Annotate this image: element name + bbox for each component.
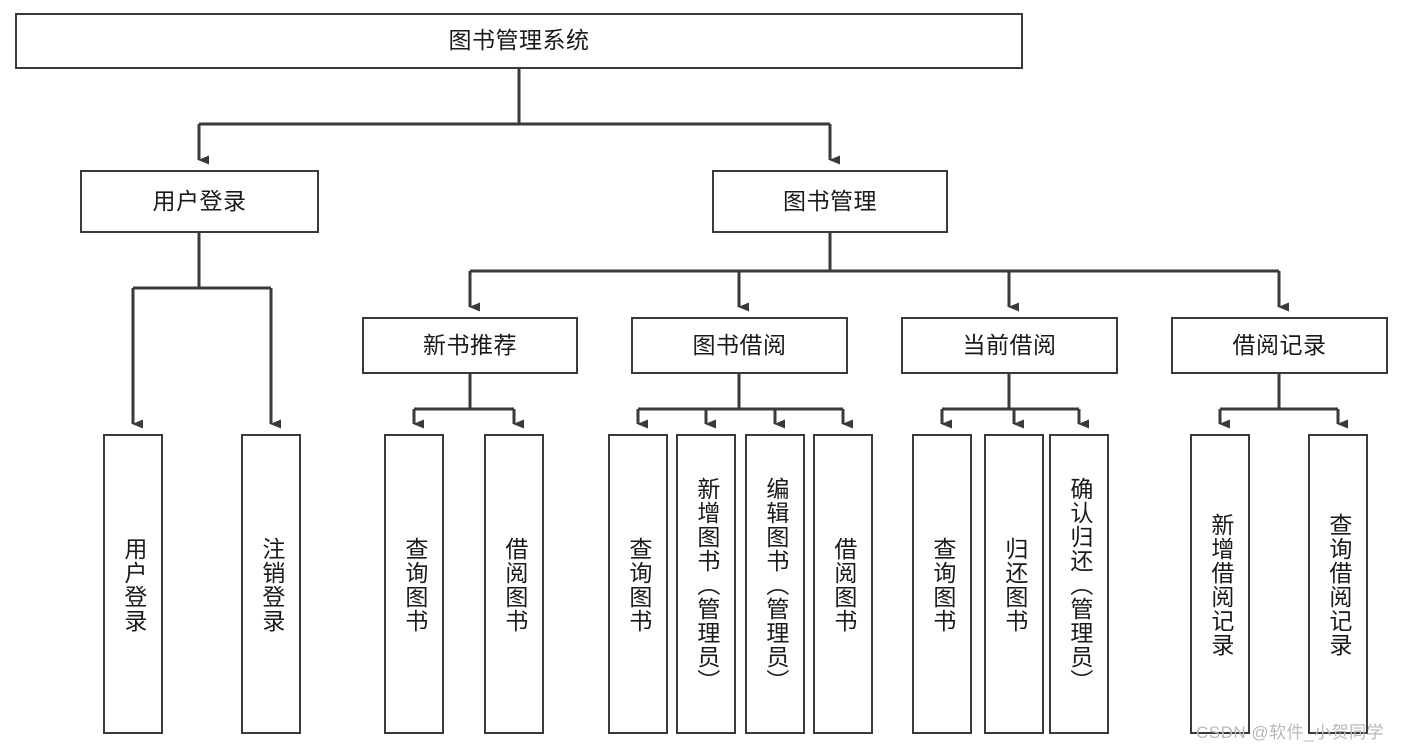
node-new-book-recommend[interactable]: 新书推荐 bbox=[362, 317, 578, 374]
leaf-confirm-return-admin-label: 确认归还（管理员） bbox=[1066, 477, 1093, 693]
leaf-borrow-book-label: 借阅图书 bbox=[830, 537, 857, 633]
leaf-return-book[interactable]: 归还图书 bbox=[984, 434, 1044, 734]
leaf-confirm-return-admin[interactable]: 确认归还（管理员） bbox=[1049, 434, 1109, 734]
node-book-borrow-label: 图书借阅 bbox=[692, 331, 787, 358]
node-user-login-label: 用户登录 bbox=[152, 187, 247, 214]
leaf-borrow-book-newbooks[interactable]: 借阅图书 bbox=[484, 434, 544, 734]
node-book-management-label: 图书管理 bbox=[783, 187, 877, 214]
leaf-query-book-borrow[interactable]: 查询图书 bbox=[608, 434, 668, 734]
node-borrow-records[interactable]: 借阅记录 bbox=[1171, 317, 1388, 374]
leaf-query-book-borrow-label: 查询图书 bbox=[625, 537, 652, 633]
leaf-user-login-label: 用户登录 bbox=[120, 537, 147, 633]
node-book-management[interactable]: 图书管理 bbox=[712, 170, 948, 233]
node-book-borrow[interactable]: 图书借阅 bbox=[631, 317, 848, 374]
node-borrow-records-label: 借阅记录 bbox=[1232, 331, 1327, 358]
node-current-borrow[interactable]: 当前借阅 bbox=[901, 317, 1118, 374]
leaf-query-borrow-record-label: 查询借阅记录 bbox=[1325, 513, 1352, 657]
leaf-borrow-book-newbooks-label: 借阅图书 bbox=[501, 537, 528, 633]
node-user-login[interactable]: 用户登录 bbox=[80, 170, 319, 233]
leaf-query-book-current[interactable]: 查询图书 bbox=[912, 434, 972, 734]
leaf-add-borrow-record-label: 新增借阅记录 bbox=[1207, 513, 1234, 657]
node-root[interactable]: 图书管理系统 bbox=[15, 13, 1023, 69]
leaf-add-book-admin[interactable]: 新增图书（管理员） bbox=[676, 434, 736, 734]
node-current-borrow-label: 当前借阅 bbox=[962, 331, 1057, 358]
leaf-add-borrow-record[interactable]: 新增借阅记录 bbox=[1190, 434, 1250, 734]
leaf-edit-book-admin[interactable]: 编辑图书（管理员） bbox=[745, 434, 805, 734]
leaf-logout[interactable]: 注销登录 bbox=[241, 434, 301, 734]
leaf-user-login[interactable]: 用户登录 bbox=[103, 434, 163, 734]
leaf-logout-label: 注销登录 bbox=[258, 537, 285, 633]
node-root-label: 图书管理系统 bbox=[448, 27, 590, 54]
leaf-query-book-newbooks[interactable]: 查询图书 bbox=[384, 434, 444, 734]
leaf-add-book-admin-label: 新增图书（管理员） bbox=[693, 477, 720, 693]
leaf-borrow-book[interactable]: 借阅图书 bbox=[813, 434, 873, 734]
leaf-return-book-label: 归还图书 bbox=[1001, 537, 1028, 633]
leaf-query-borrow-record[interactable]: 查询借阅记录 bbox=[1308, 434, 1368, 734]
leaf-query-book-current-label: 查询图书 bbox=[929, 537, 956, 633]
node-new-book-recommend-label: 新书推荐 bbox=[423, 331, 517, 358]
leaf-edit-book-admin-label: 编辑图书（管理员） bbox=[762, 477, 789, 693]
leaf-query-book-newbooks-label: 查询图书 bbox=[401, 537, 428, 633]
